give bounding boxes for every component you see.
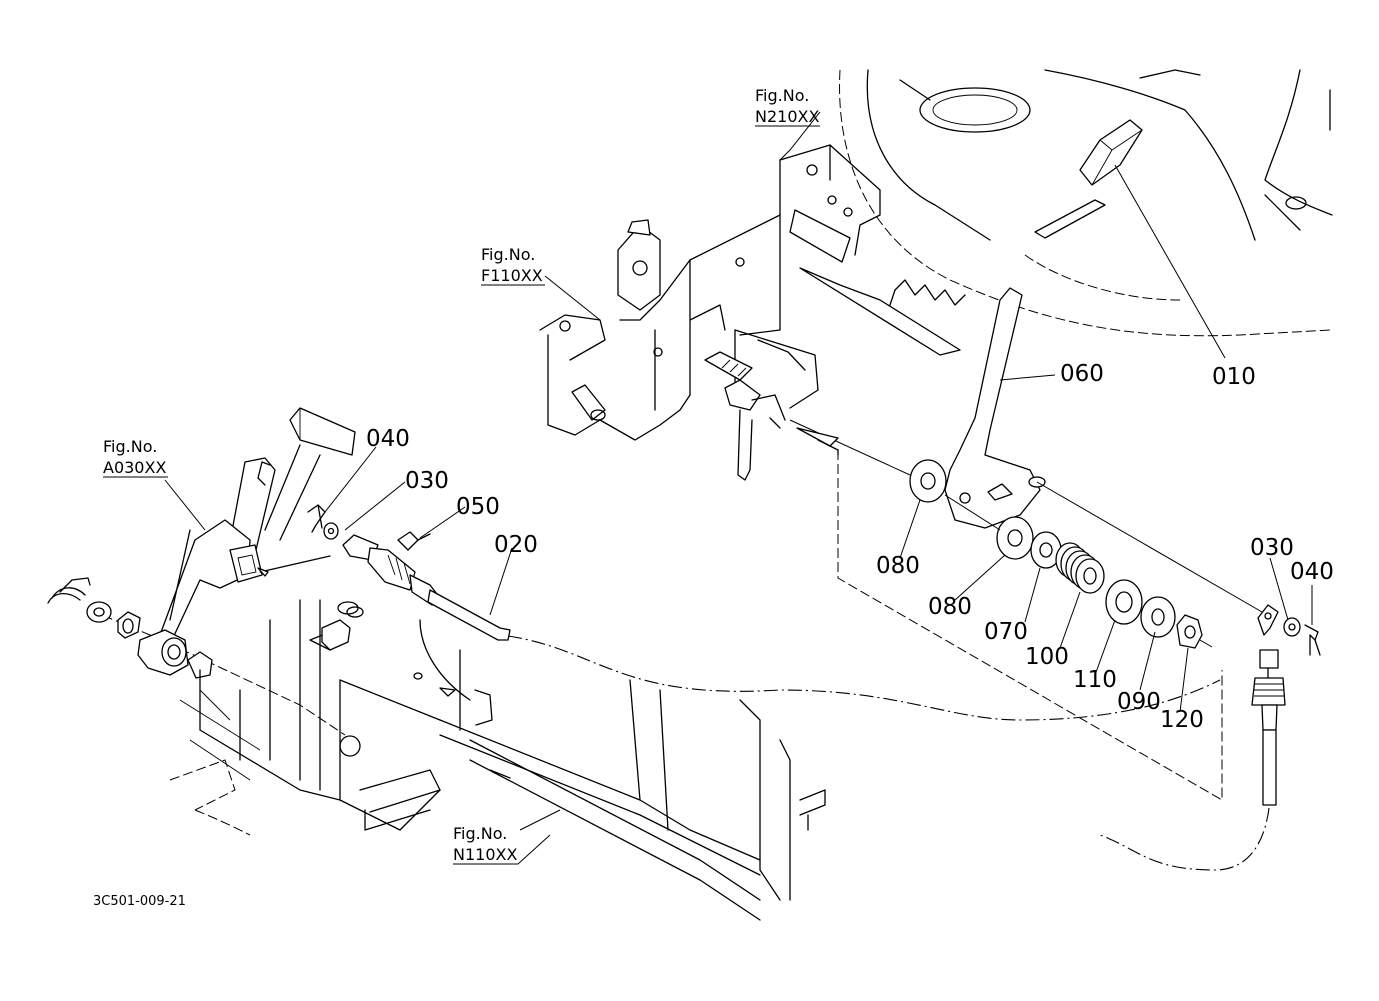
- callout-030-right[interactable]: 030: [1250, 535, 1294, 561]
- pedal-assembly: [159, 407, 356, 641]
- callout-010[interactable]: 010: [1212, 364, 1256, 390]
- bracket-assembly: [539, 144, 966, 481]
- cable-route-line: [507, 635, 1221, 721]
- lever-grip: [1079, 119, 1143, 186]
- cable-end-right: [1251, 604, 1321, 806]
- callout-110[interactable]: 110: [1073, 667, 1117, 693]
- callout-080-b[interactable]: 080: [928, 594, 972, 620]
- ref-f110-line2: F110XX: [481, 266, 543, 285]
- ref-a030-line1: Fig.No.: [103, 437, 157, 456]
- callout-050[interactable]: 050: [456, 494, 500, 520]
- ref-f110[interactable]: Fig.No. F110XX: [481, 245, 545, 286]
- frame-lower: [169, 599, 826, 921]
- washer-stack: [909, 459, 1203, 649]
- shift-lever: [944, 287, 1046, 529]
- ref-n210-line1: Fig.No.: [755, 86, 809, 105]
- cable-end-left: [257, 504, 511, 641]
- callout-040-right[interactable]: 040: [1290, 559, 1334, 585]
- callout-090[interactable]: 090: [1117, 689, 1161, 715]
- callout-020[interactable]: 020: [494, 532, 538, 558]
- callout-070[interactable]: 070: [984, 619, 1028, 645]
- callout-060[interactable]: 060: [1060, 361, 1104, 387]
- routing-outline: [796, 427, 1223, 801]
- callout-040-left[interactable]: 040: [366, 426, 410, 452]
- callout-080-a[interactable]: 080: [876, 553, 920, 579]
- ref-n210[interactable]: Fig.No. N210XX: [755, 86, 820, 127]
- drawing-code: 3C501-009-21: [93, 894, 186, 909]
- ref-n110-line1: Fig.No.: [453, 824, 507, 843]
- callout-100[interactable]: 100: [1025, 644, 1069, 670]
- compression-spring: [1055, 542, 1105, 594]
- ref-n210-line2: N210XX: [755, 107, 819, 126]
- ref-f110-line1: Fig.No.: [481, 245, 535, 264]
- fender-body-outline: [839, 69, 1333, 337]
- ref-a030[interactable]: Fig.No. A030XX: [103, 437, 168, 478]
- leader-lines: [164, 111, 1313, 831]
- callout-120[interactable]: 120: [1160, 707, 1204, 733]
- ref-a030-line2: A030XX: [103, 458, 166, 477]
- callout-030-left[interactable]: 030: [405, 468, 449, 494]
- ref-n110-line2: N110XX: [453, 845, 517, 864]
- pivot-shaft-left: [47, 577, 361, 757]
- cable-route-lower: [1099, 807, 1270, 871]
- ref-n110[interactable]: Fig.No. N110XX: [453, 824, 551, 865]
